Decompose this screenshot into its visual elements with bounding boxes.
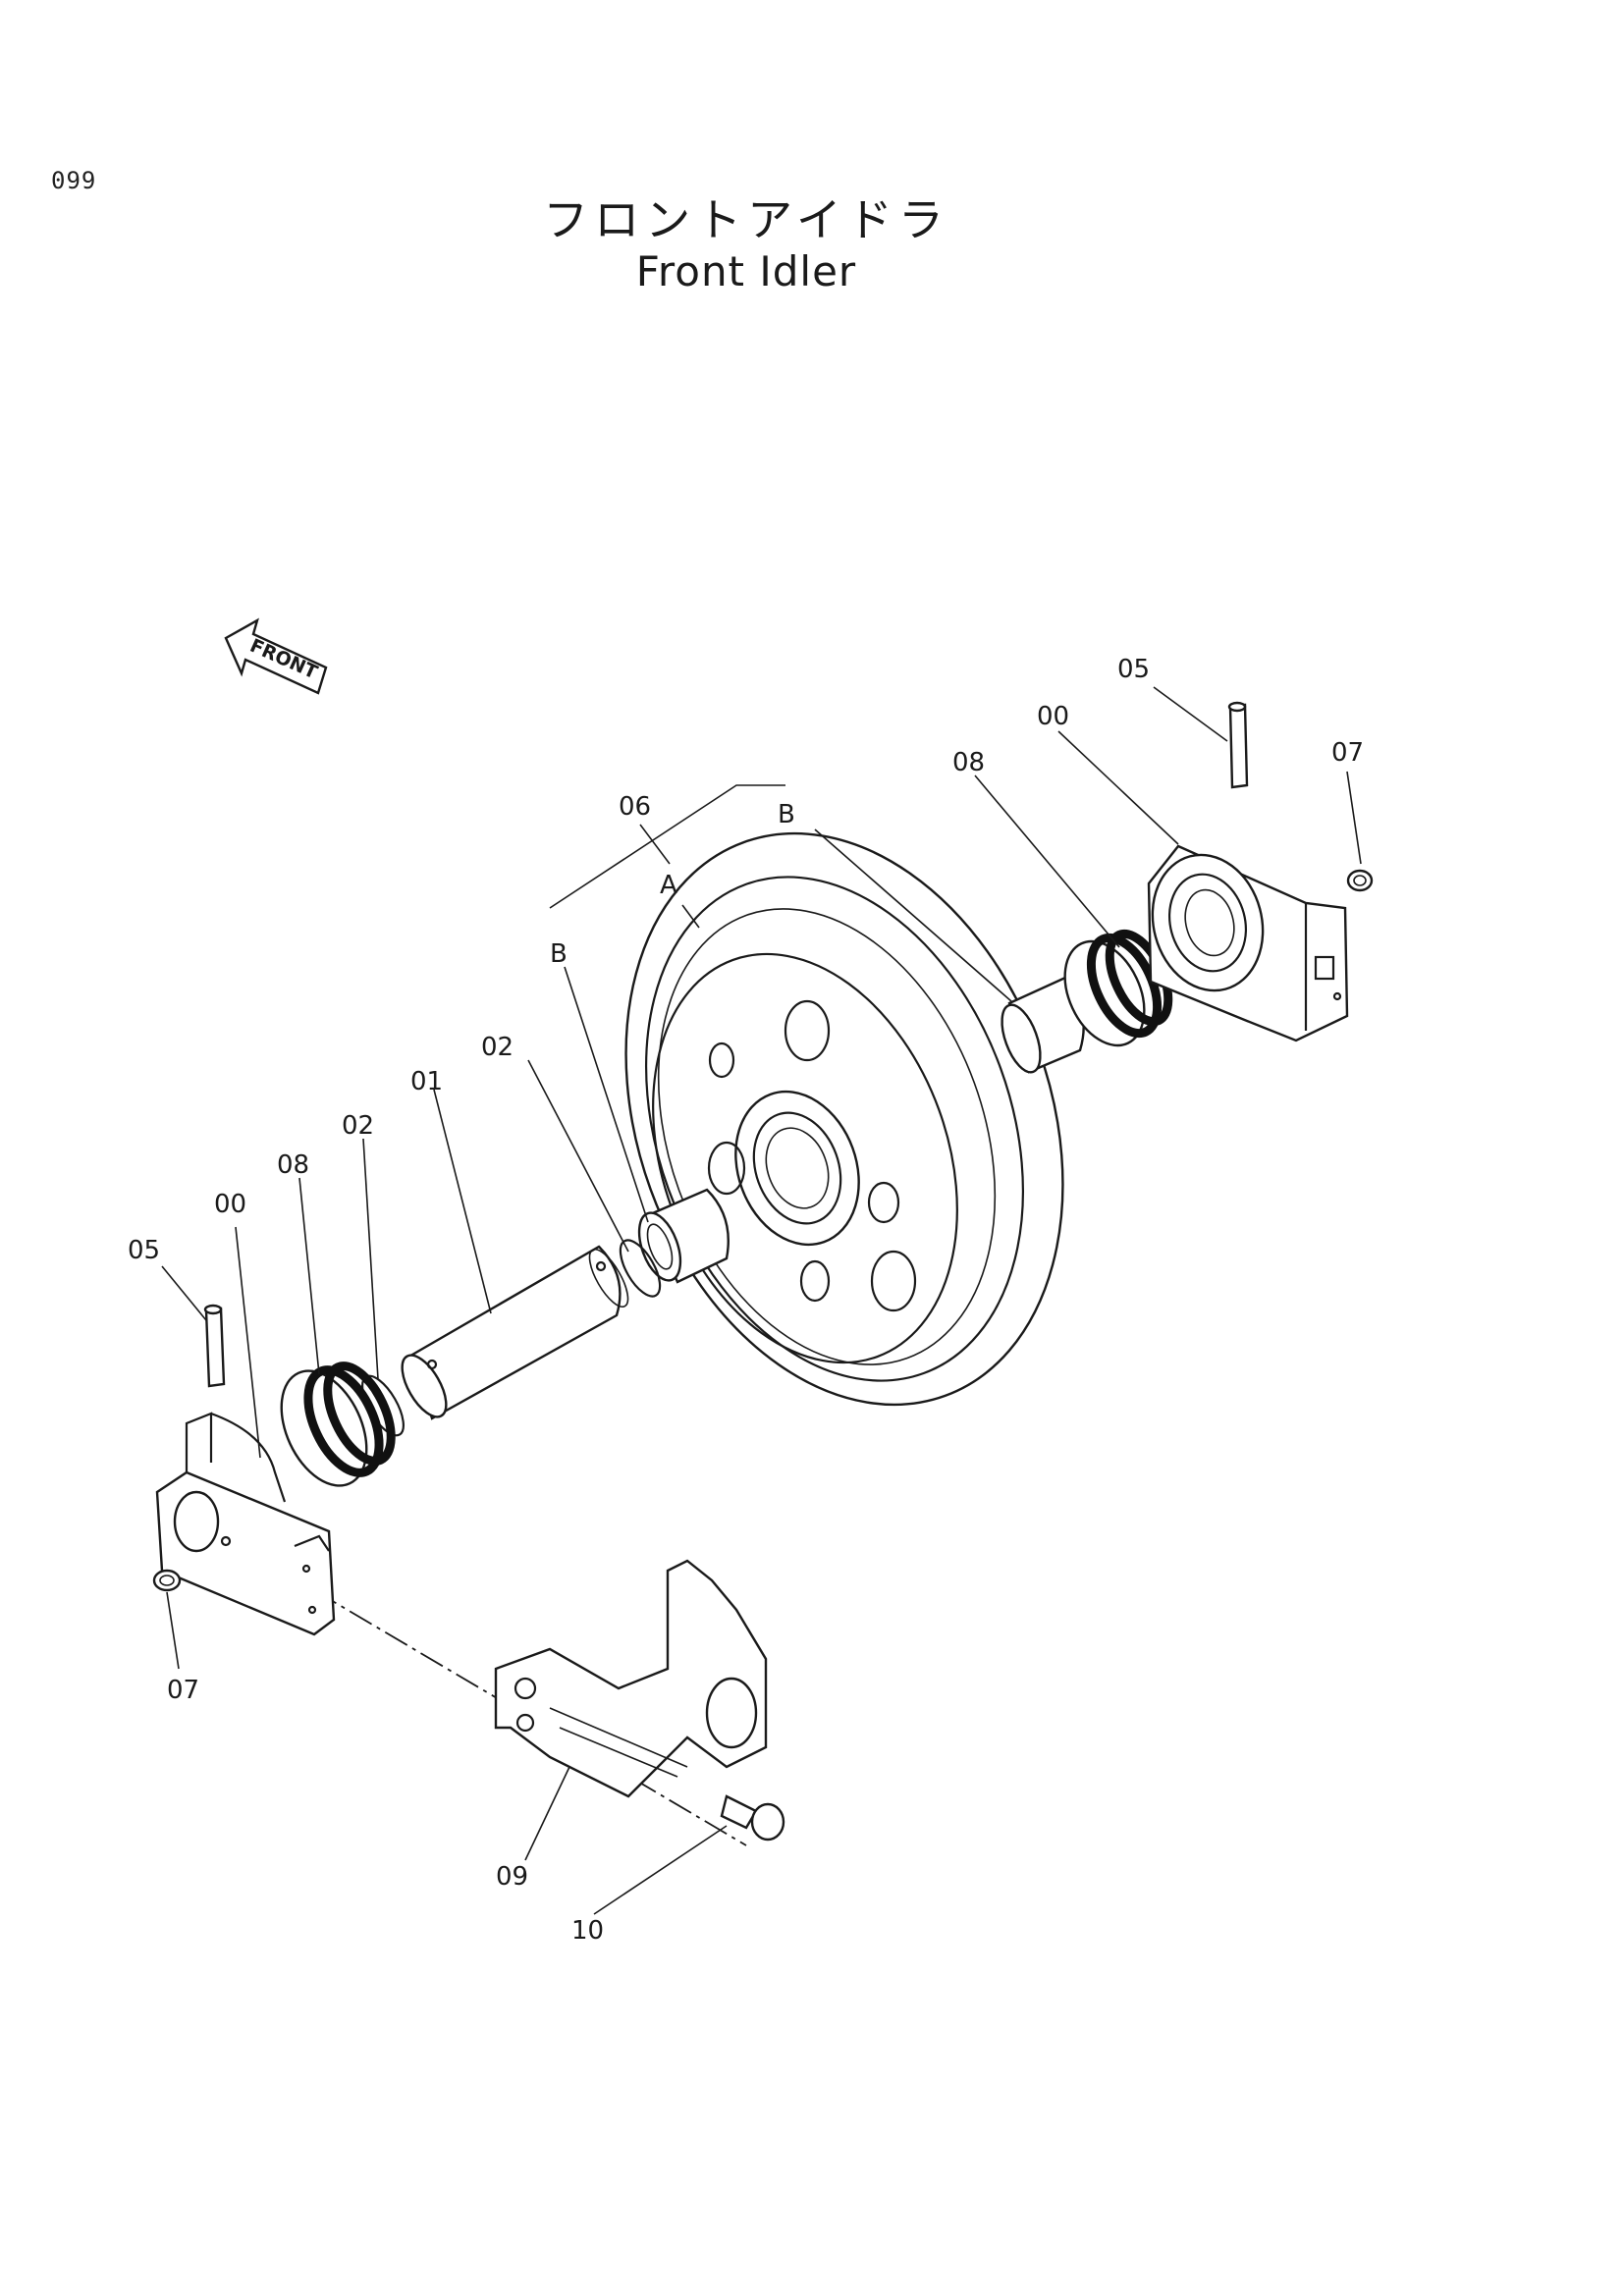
callout-labels: 05 00 07 08 06 B A B 02 01 02 08 00 05 0…	[128, 655, 1364, 1946]
callout-05-right: 05	[1117, 655, 1150, 684]
callout-06: 06	[619, 792, 651, 822]
callout-08-right: 08	[952, 748, 985, 777]
callout-10: 10	[571, 1916, 604, 1946]
left-collar	[637, 1188, 730, 1284]
floating-seal-right	[1063, 929, 1173, 1047]
callout-b-top: B	[778, 800, 795, 829]
callout-07-right: 07	[1331, 738, 1364, 768]
callout-09: 09	[496, 1862, 528, 1892]
callout-01: 01	[410, 1067, 443, 1096]
callout-b-left: B	[550, 939, 568, 969]
bolt	[720, 1794, 785, 1842]
title-english: Front Idler	[635, 247, 857, 295]
front-arrow: FRONT	[224, 617, 328, 695]
bearing-right	[1147, 844, 1349, 1042]
spring-pin-left	[203, 1304, 226, 1388]
o-ring-upper	[619, 1239, 662, 1298]
idler-wheel	[624, 831, 1064, 1407]
title-japanese: フロントアイドラ	[543, 193, 949, 246]
callout-05-left: 05	[128, 1236, 160, 1265]
page-number: 099	[51, 167, 97, 194]
callout-07-left: 07	[167, 1676, 199, 1705]
callout-a: A	[660, 871, 677, 900]
bracket	[494, 1559, 768, 1798]
callout-02-lower: 02	[342, 1111, 374, 1141]
callout-02-upper: 02	[481, 1033, 514, 1062]
set-screw-right	[1346, 869, 1374, 892]
callout-00-left: 00	[214, 1190, 246, 1219]
set-screw-left	[152, 1569, 182, 1592]
bearing-left	[155, 1412, 336, 1636]
spring-pin-right	[1227, 701, 1249, 789]
callout-08-left: 08	[277, 1150, 309, 1180]
floating-seal-left	[280, 1362, 396, 1487]
callout-00-right: 00	[1037, 702, 1069, 731]
leader-lines	[161, 686, 1362, 1915]
shaft	[401, 1245, 629, 1420]
